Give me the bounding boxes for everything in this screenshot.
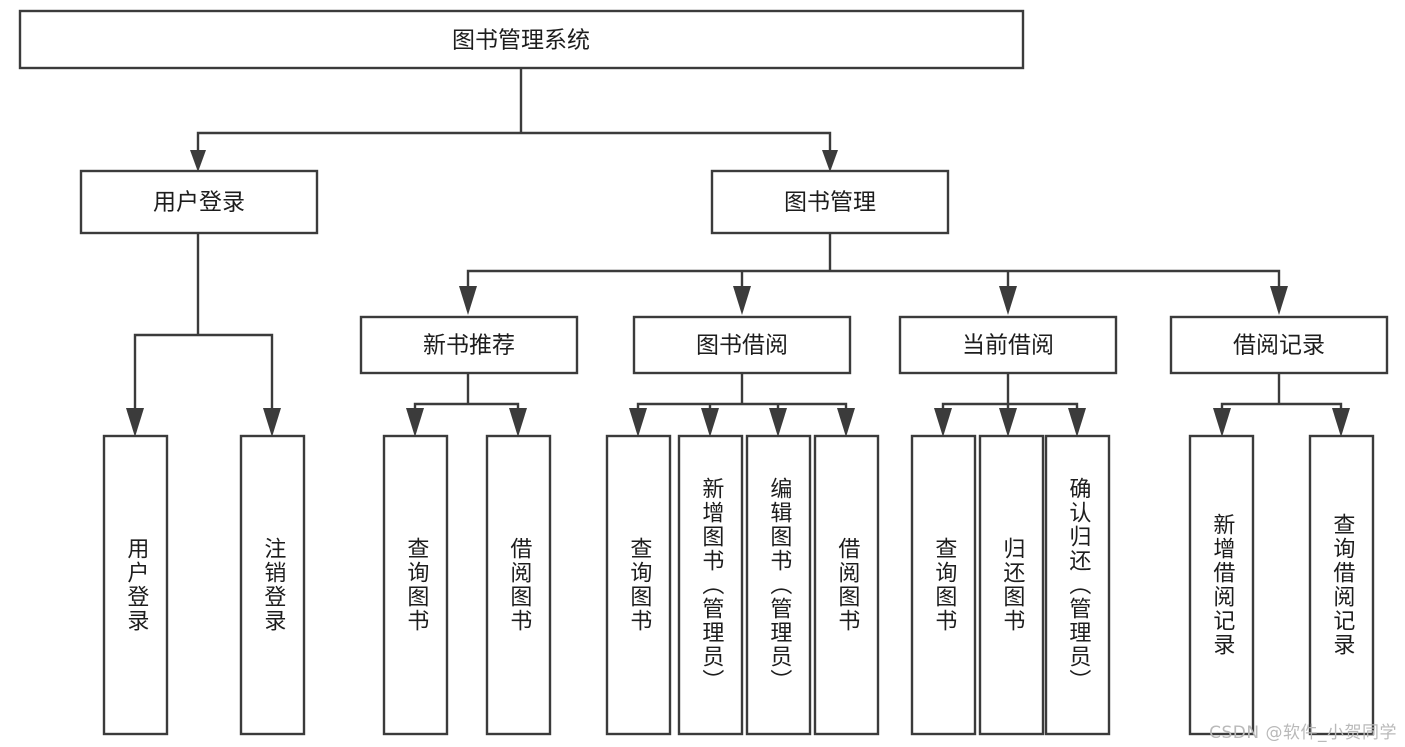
- node-leaf-10[interactable]: [978, 434, 1045, 736]
- node-leaf-3[interactable]: [382, 434, 449, 736]
- node-newbook[interactable]: 新书推荐: [359, 315, 579, 375]
- node-login-label: 用户登录: [153, 190, 245, 216]
- node-login[interactable]: 用户登录: [79, 169, 319, 235]
- node-leaf-6[interactable]: [677, 434, 744, 736]
- node-leaf-7[interactable]: [745, 434, 812, 736]
- node-leaf-5[interactable]: [605, 434, 672, 736]
- node-root-label: 图书管理系统: [452, 28, 590, 54]
- node-leaf-13[interactable]: [1308, 434, 1375, 736]
- node-current-label: 当前借阅: [962, 333, 1054, 359]
- arrow-head-login: [190, 150, 206, 172]
- arrow-head-leaf-13: [1332, 408, 1350, 437]
- node-bookmgmt[interactable]: 图书管理: [710, 169, 950, 235]
- arrow-head-leaf-10: [999, 408, 1017, 437]
- connector-group-borrow-to-leaves: [629, 371, 855, 437]
- node-leaf-9[interactable]: [910, 434, 977, 736]
- node-borrow-label: 图书借阅: [696, 333, 788, 359]
- arrow-head-leaf-5: [629, 408, 647, 437]
- node-leaf-2[interactable]: [239, 434, 306, 736]
- arrow-head-leaf-12: [1213, 408, 1231, 437]
- arrow-head-newbook: [459, 286, 477, 315]
- node-borrow[interactable]: 图书借阅: [632, 315, 852, 375]
- node-leaf-1[interactable]: [102, 434, 169, 736]
- node-current[interactable]: 当前借阅: [898, 315, 1118, 375]
- connector-group-newbook-to-leaves: [406, 371, 527, 437]
- node-records[interactable]: 借阅记录: [1169, 315, 1389, 375]
- node-root[interactable]: 图书管理系统: [18, 9, 1025, 70]
- arrow-head-leaf-6: [701, 408, 719, 437]
- arrow-head-bookmgmt: [822, 150, 838, 172]
- node-bookmgmt-label: 图书管理: [784, 190, 876, 216]
- connector-group-root-to-level2: [190, 66, 838, 172]
- arrow-head-leaf-8: [837, 408, 855, 437]
- node-leaf-4[interactable]: [485, 434, 552, 736]
- connector-group-records-to-leaves: [1213, 371, 1350, 437]
- arrow-head-current: [999, 286, 1017, 315]
- arrow-head-leaf-4: [509, 408, 527, 437]
- node-leaf-12[interactable]: [1188, 434, 1255, 736]
- arrow-head-records: [1270, 286, 1288, 315]
- node-leaf-11[interactable]: [1044, 434, 1111, 736]
- watermark-text: CSDN @软件_小贺同学: [1209, 723, 1397, 743]
- arrow-head-leaf-9: [934, 408, 952, 437]
- arrow-head-leaf-3: [406, 408, 424, 437]
- node-records-label: 借阅记录: [1233, 333, 1325, 359]
- connector-group-current-to-leaves: [934, 371, 1086, 437]
- arrow-head-leaf-7: [769, 408, 787, 437]
- connector-group-login-to-leaves: [126, 231, 281, 437]
- node-newbook-label: 新书推荐: [423, 333, 515, 359]
- connector-group-bookmgmt-to-level3: [459, 231, 1288, 315]
- arrow-head-leaf-11: [1068, 408, 1086, 437]
- node-leaf-8[interactable]: [813, 434, 880, 736]
- arrow-head-leaf-1: [126, 408, 144, 437]
- arrow-head-leaf-2: [263, 408, 281, 437]
- arrow-head-borrow: [733, 286, 751, 315]
